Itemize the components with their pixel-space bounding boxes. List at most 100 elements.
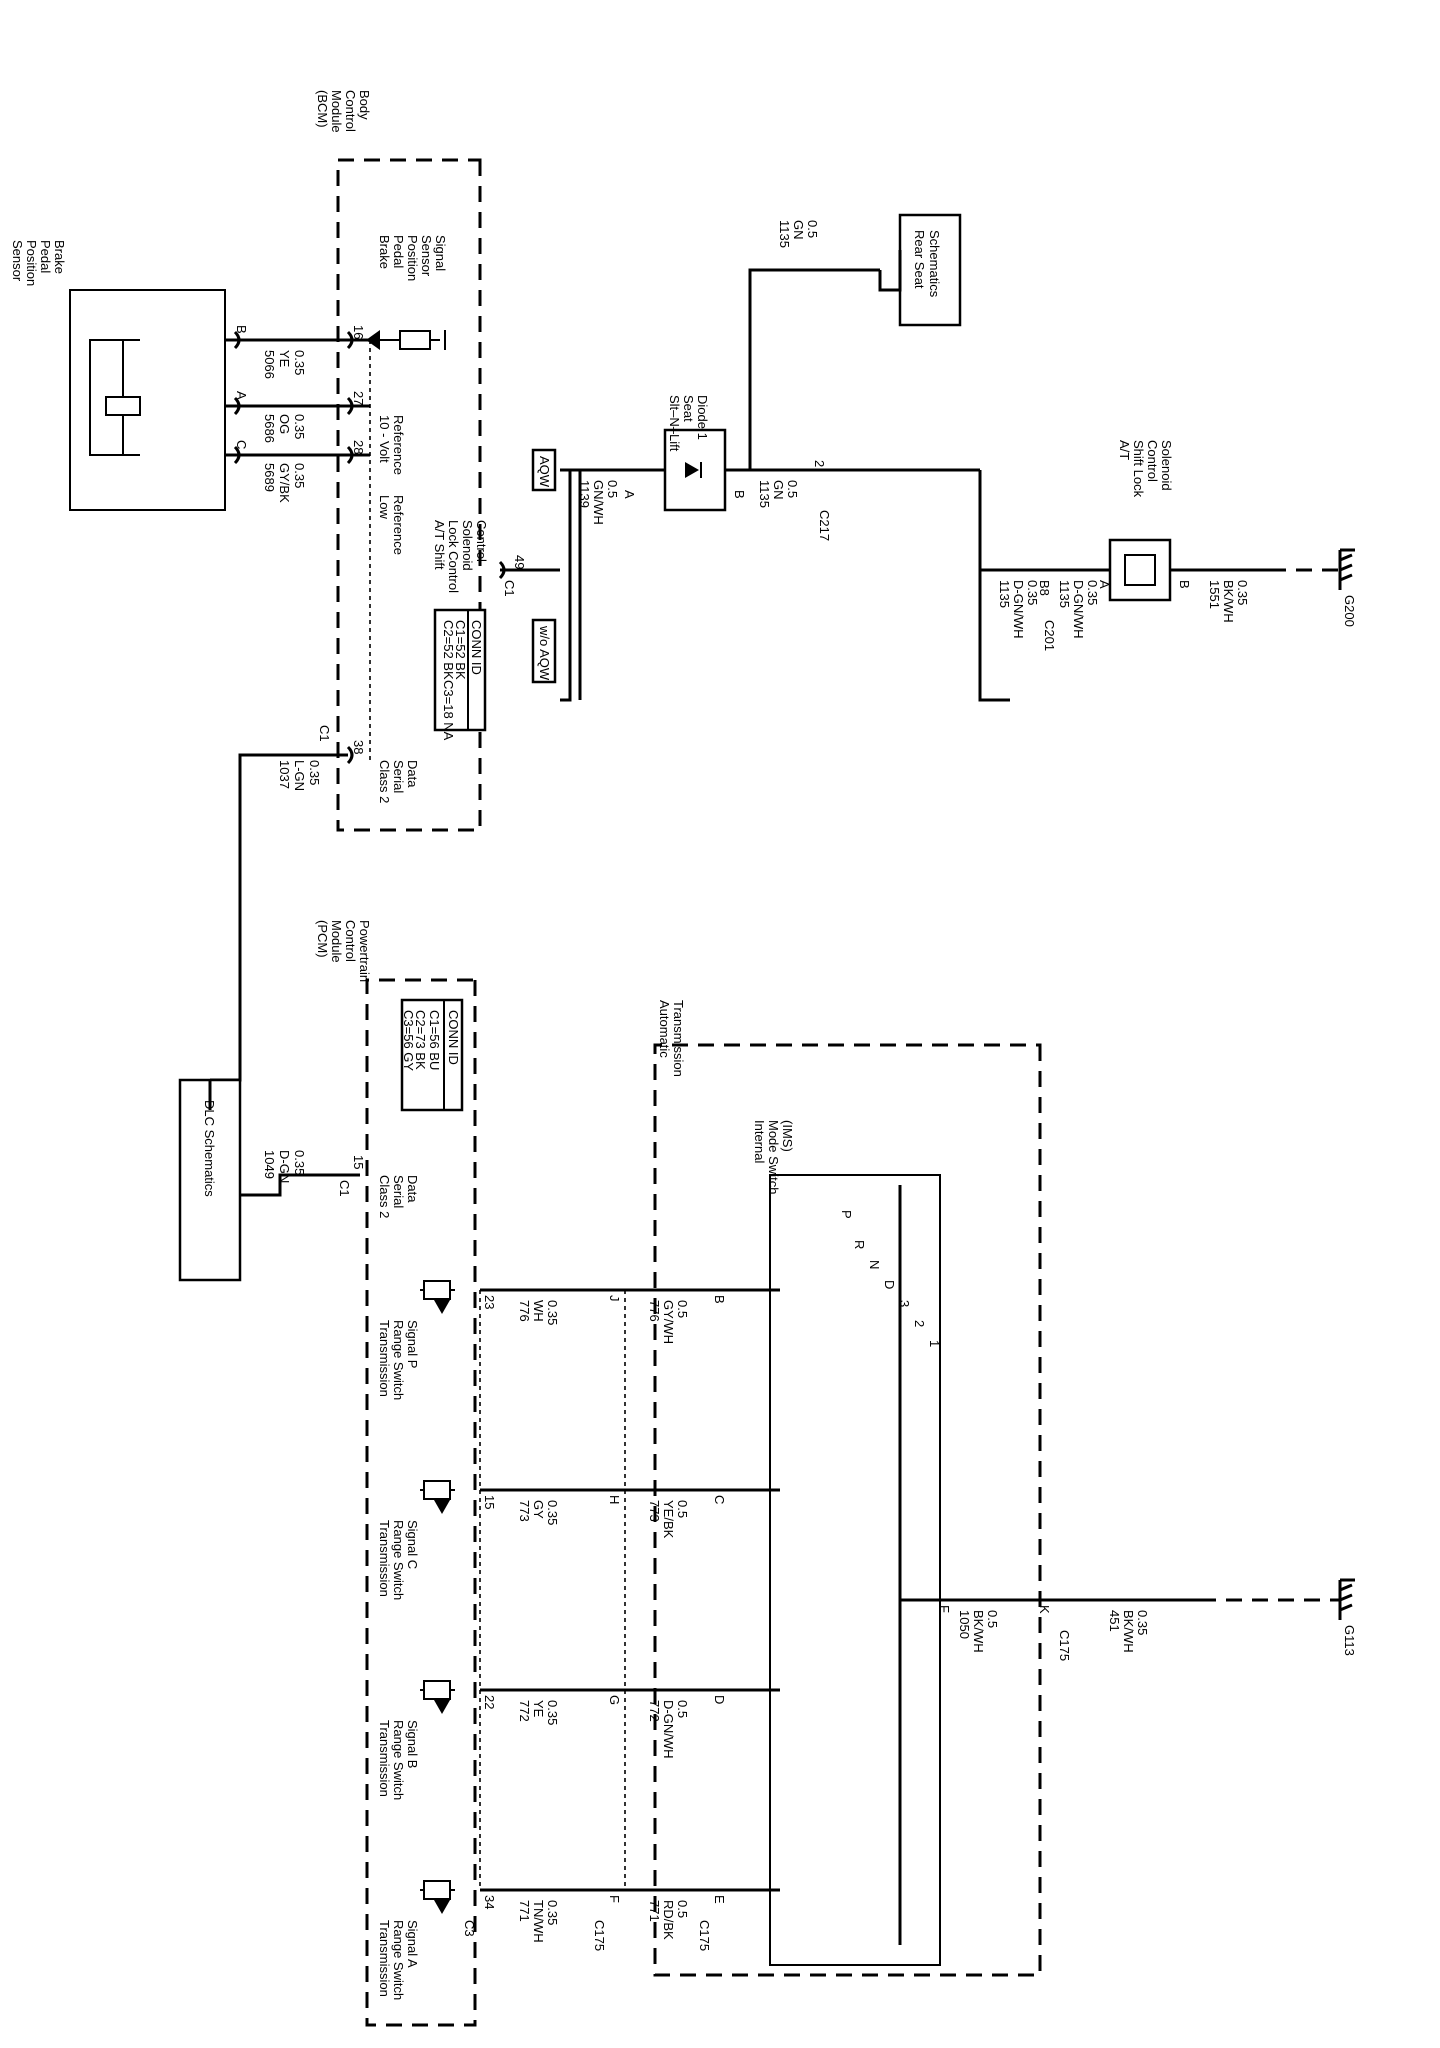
- pcm-title: Powertrain Control Module (PCM): [315, 920, 372, 982]
- wire-1135-dgnwh-b: 1135 D-GN/WH 0.35: [1057, 580, 1100, 639]
- svg-text:C1=52 BK: C1=52 BK: [453, 620, 468, 680]
- wire-5689-label: 5689 GY/BK 0.35: [262, 463, 307, 503]
- svg-text:D-GN/WH: D-GN/WH: [661, 1700, 676, 1759]
- wire-771-tnwh: 771 TN/WH 0.35: [517, 1900, 560, 1943]
- svg-text:Transmission: Transmission: [377, 1320, 392, 1397]
- ims-pin-e: E: [712, 1895, 727, 1904]
- c175-pin-f: F: [607, 1895, 622, 1903]
- bcm-c1-49-label: C1: [502, 580, 517, 597]
- svg-text:Schematics: Schematics: [927, 230, 942, 298]
- solenoid-coil: [1124, 554, 1156, 586]
- pcm-signal-b-group: Transmission Range Switch Signal B: [377, 1680, 455, 1800]
- wo-aqw-label: w/o AQW: [537, 625, 552, 681]
- svg-text:1049: 1049: [262, 1150, 277, 1179]
- aqw-box: [531, 448, 557, 492]
- svg-text:GY/BK: GY/BK: [277, 463, 292, 503]
- ims-title: Internal Mode Switch (IMS): [752, 1120, 795, 1194]
- ims-pos-r: R: [852, 1240, 867, 1249]
- svg-text:RD/BK: RD/BK: [661, 1900, 676, 1940]
- wire-1049-label: 1049 D-GN 0.35: [262, 1150, 307, 1183]
- bcm-title: Body Control Module (BCM): [315, 90, 372, 133]
- pcm-signal-c-group: Transmission Range Switch Signal C: [377, 1480, 455, 1600]
- svg-text:0.35: 0.35: [545, 1500, 560, 1525]
- pcm-signal-p-group: Transmission Range Switch Signal P: [377, 1280, 455, 1400]
- wire-451-label: 451 BK/WH 0.35: [1107, 1610, 1150, 1653]
- wire-772-ye: 772 YE 0.35: [517, 1700, 560, 1725]
- pcm-class2-label: Class 2 Serial Data: [377, 1175, 420, 1218]
- wire-1135-gn-upper: 1135 GN 0.5: [777, 220, 820, 248]
- svg-text:C2=52 BK: C2=52 BK: [441, 620, 456, 680]
- svg-text:Module: Module: [329, 90, 344, 133]
- c175-pin-k: K: [1037, 1605, 1052, 1614]
- svg-text:CONN ID: CONN ID: [446, 1010, 461, 1065]
- svg-text:C2=73 BK: C2=73 BK: [413, 1010, 428, 1070]
- wire-1135-gn-lower: 1135 GN 0.5: [757, 480, 800, 508]
- sensor-connectors: [233, 330, 354, 465]
- svg-text:Control: Control: [343, 920, 358, 962]
- svg-text:Control: Control: [1145, 440, 1160, 482]
- svg-text:Signal P: Signal P: [405, 1320, 420, 1368]
- brake-sensor-title: Brake Pedal Position Sensor: [10, 240, 67, 286]
- ims-pos-2: 2: [912, 1320, 927, 1327]
- svg-text:BK/WH: BK/WH: [1121, 1610, 1136, 1653]
- auto-trans-title: Automatic Transmission: [657, 1000, 686, 1077]
- svg-text:Reference: Reference: [391, 415, 406, 475]
- svg-text:0.35: 0.35: [1235, 580, 1250, 605]
- pcm-box: [365, 978, 477, 2027]
- svg-text:1551: 1551: [1207, 580, 1222, 609]
- pcm-c3-label: C3: [462, 1920, 477, 1937]
- bcm-pin-49: 49: [512, 555, 527, 569]
- svg-text:5066: 5066: [262, 350, 277, 379]
- svg-text:0.5: 0.5: [785, 480, 800, 498]
- bcm-10v-ref-label: 10 - Volt Reference: [377, 415, 406, 475]
- sensor-pin-b: B: [234, 325, 249, 334]
- svg-text:772: 772: [517, 1700, 532, 1722]
- svg-text:Range Switch: Range Switch: [391, 1520, 406, 1600]
- solenoid-pin-a: A: [1097, 580, 1112, 589]
- svg-text:Transmission: Transmission: [377, 1720, 392, 1797]
- wire-1551-label: 1551 BK/WH 0.35: [1207, 580, 1250, 623]
- svg-text:0.35: 0.35: [1025, 580, 1040, 605]
- wire-772-dgnwh: 772 D-GN/WH 0.5: [647, 1700, 690, 1759]
- bcm-shift-lock-label: A/T Shift Lock Control Solenoid Control: [432, 520, 489, 593]
- svg-text:0.35: 0.35: [292, 1150, 307, 1175]
- svg-text:YE: YE: [531, 1700, 546, 1718]
- bcm-conn-id-box: CONN ID C1=52 BK C2=52 BK C3=18 NA: [433, 608, 487, 741]
- rear-seat-label: Rear Seat Schematics: [912, 230, 942, 298]
- svg-text:D-GN: D-GN: [277, 1150, 292, 1183]
- sensor-wires: [225, 338, 370, 457]
- svg-text:Brake: Brake: [52, 240, 67, 274]
- svg-text:5689: 5689: [262, 463, 277, 492]
- svg-text:5686: 5686: [262, 414, 277, 443]
- ground-g200-label: G200: [1342, 595, 1357, 627]
- svg-text:0.5: 0.5: [675, 1700, 690, 1718]
- c201-pin: B8: [1037, 580, 1052, 596]
- svg-text:0.35: 0.35: [292, 414, 307, 439]
- svg-text:Solenoid: Solenoid: [1159, 440, 1174, 491]
- svg-text:Reference: Reference: [391, 495, 406, 555]
- svg-text:C3=18 NA: C3=18 NA: [441, 680, 456, 741]
- svg-text:Transmission: Transmission: [377, 1920, 392, 1997]
- pcm-pin-23: 23: [482, 1295, 497, 1309]
- pcm-pin-22: 22: [482, 1695, 497, 1709]
- solenoid-box: [1108, 538, 1172, 602]
- svg-text:771: 771: [517, 1900, 532, 1922]
- wire-776-wh: 776 WH 0.35: [517, 1300, 560, 1325]
- svg-text:Sensor: Sensor: [10, 240, 25, 282]
- seat-diode-label: Slt–N–Lift Seat Diode 1: [667, 395, 710, 452]
- svg-text:Mode Switch: Mode Switch: [766, 1120, 781, 1194]
- diode-pin-b: B: [732, 490, 747, 499]
- svg-text:Signal B: Signal B: [405, 1720, 420, 1768]
- svg-text:0.35: 0.35: [292, 350, 307, 375]
- svg-text:GN/WH: GN/WH: [591, 480, 606, 525]
- ims-pos-p: P: [839, 1210, 854, 1219]
- wire-1050-label: 1050 BK/WH 0.5: [957, 1610, 1000, 1653]
- svg-text:Range Switch: Range Switch: [391, 1720, 406, 1800]
- svg-text:0.35: 0.35: [545, 1300, 560, 1325]
- solenoid-pin-b: B: [1177, 580, 1192, 589]
- wire-5066-label: 5066 YE 0.35: [262, 350, 307, 379]
- bcm-box: [336, 158, 482, 832]
- svg-text:(BCM): (BCM): [315, 90, 330, 128]
- svg-text:TN/WH: TN/WH: [531, 1900, 546, 1943]
